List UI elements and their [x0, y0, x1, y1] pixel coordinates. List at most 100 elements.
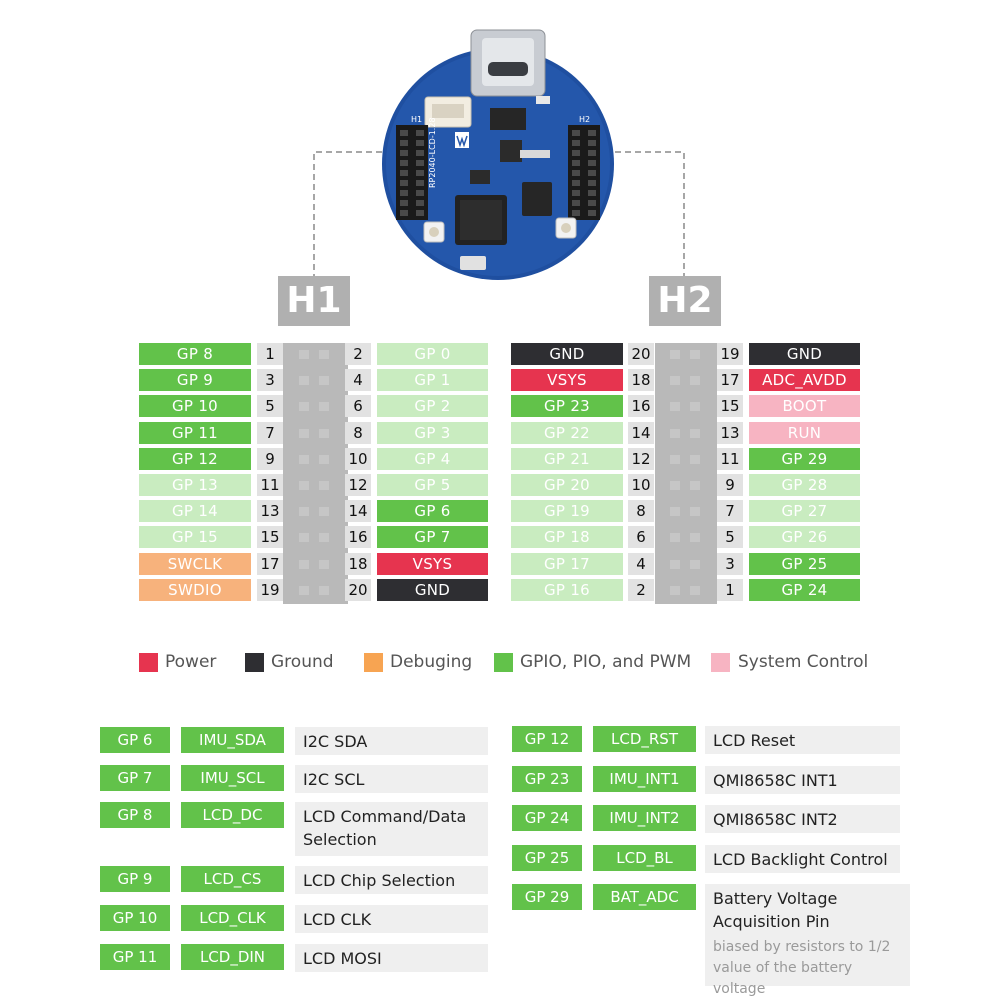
header-pin-pad [319, 376, 329, 386]
header-pin-pad [299, 507, 309, 517]
function-gpio: GP 29 [512, 884, 582, 910]
pin-label: GP 12 [139, 447, 251, 470]
pin-number: 20 [628, 343, 654, 365]
pin-label: GP 1 [377, 369, 488, 392]
silk-h2: H2 [579, 115, 590, 124]
header-pin-pad [690, 454, 700, 464]
header-pin-pad [319, 507, 329, 517]
pin-label: GP 7 [377, 526, 488, 549]
header-pin-pad [670, 376, 680, 386]
function-gpio: GP 8 [100, 802, 170, 828]
pin-number: 3 [717, 552, 743, 575]
pin-number: 12 [345, 474, 371, 496]
function-desc: LCD Reset [705, 726, 900, 754]
pin-number: 16 [628, 395, 654, 418]
header-pin-pad [690, 559, 700, 569]
header-pin-pad [319, 350, 329, 359]
pin-label: GP 23 [511, 395, 623, 418]
pin-number: 13 [257, 500, 283, 523]
function-gpio: GP 6 [100, 727, 170, 753]
function-name: IMU_SDA [181, 727, 284, 753]
function-desc: LCD Chip Selection [295, 866, 488, 894]
pin-label: GND [511, 343, 623, 365]
pin-label: GP 10 [139, 395, 251, 418]
function-desc: LCD Backlight Control [705, 845, 900, 873]
function-desc: Battery Voltage Acquisition Pin biased by… [705, 884, 910, 997]
function-name: LCD_DC [181, 802, 284, 828]
h2-tag: H2 [649, 276, 721, 326]
pin-number: 19 [257, 578, 283, 601]
header-pin-pad [670, 402, 680, 412]
pin-label: SWCLK [139, 552, 251, 575]
function-desc-note: biased by resistors to 1/2 value of the … [713, 939, 891, 997]
function-desc-main: Battery Voltage Acquisition Pin [713, 889, 838, 931]
pin-label: GP 4 [377, 447, 488, 470]
pin-label: GP 9 [139, 369, 251, 392]
header-pin-pad [670, 481, 680, 490]
pin-number: 16 [345, 526, 371, 549]
function-desc: QMI8658C INT1 [705, 766, 900, 794]
pin-number: 18 [345, 552, 371, 575]
board-illustration: RP2040-LCD-1.28 H1 H2 [313, 29, 685, 280]
legend-swatch [711, 653, 730, 672]
function-desc: LCD MOSI [295, 944, 488, 972]
pin-label: GP 26 [749, 526, 860, 549]
pin-number: 14 [628, 421, 654, 444]
pin-number: 7 [717, 500, 743, 523]
pin-number: 15 [717, 395, 743, 418]
pin-label: GND [377, 578, 488, 601]
header-pin-pad [299, 428, 309, 438]
header-pin-pad [690, 507, 700, 517]
pin-number: 17 [257, 552, 283, 575]
function-name: LCD_CLK [181, 905, 284, 931]
pin-number: 5 [717, 526, 743, 549]
pin-number: 4 [345, 369, 371, 392]
header-pin-pad [299, 350, 309, 359]
h2-connector-line [605, 151, 685, 278]
pin-label: GP 24 [749, 578, 860, 601]
header-pin-pad [690, 428, 700, 438]
function-gpio: GP 11 [100, 944, 170, 970]
function-gpio: GP 23 [512, 766, 582, 792]
function-name: LCD_DIN [181, 944, 284, 970]
function-name: LCD_RST [593, 726, 696, 752]
header-pin-pad [690, 481, 700, 490]
pin-label: GP 5 [377, 474, 488, 496]
silk-h1: H1 [411, 115, 422, 124]
pin-label: GP 3 [377, 421, 488, 444]
function-desc: I2C SDA [295, 727, 488, 755]
header-pin-pad [670, 428, 680, 438]
h1-header-strip [283, 343, 348, 604]
function-desc: LCD CLK [295, 905, 488, 933]
header-pin-pad [299, 402, 309, 412]
function-gpio: GP 7 [100, 765, 170, 791]
pin-label: GP 14 [139, 500, 251, 523]
function-desc: LCD Command/Data Selection [295, 802, 488, 856]
pin-number: 8 [345, 421, 371, 444]
pin-number: 14 [345, 500, 371, 523]
header-pin-pad [670, 454, 680, 464]
header-pin-pad [319, 533, 329, 543]
pin-label: GP 6 [377, 500, 488, 523]
function-gpio: GP 12 [512, 726, 582, 752]
function-name: LCD_CS [181, 866, 284, 892]
pin-number: 1 [717, 578, 743, 601]
header-pin-pad [319, 428, 329, 438]
function-name: IMU_INT2 [593, 805, 696, 831]
pin-number: 13 [717, 421, 743, 444]
pin-number: 17 [717, 369, 743, 392]
pin-label: GP 28 [749, 474, 860, 496]
header-pin-pad [670, 585, 680, 595]
function-name: IMU_INT1 [593, 766, 696, 792]
header-pin-pad [319, 559, 329, 569]
pin-number: 2 [628, 578, 654, 601]
h1-tag: H1 [278, 276, 350, 326]
pin-number: 19 [717, 343, 743, 365]
pin-number: 9 [257, 447, 283, 470]
legend-label: Power [165, 652, 217, 672]
header-pin-pad [299, 481, 309, 490]
pin-number: 18 [628, 369, 654, 392]
header-pin-pad [319, 402, 329, 412]
pin-label: BOOT [749, 395, 860, 418]
function-gpio: GP 25 [512, 845, 582, 871]
